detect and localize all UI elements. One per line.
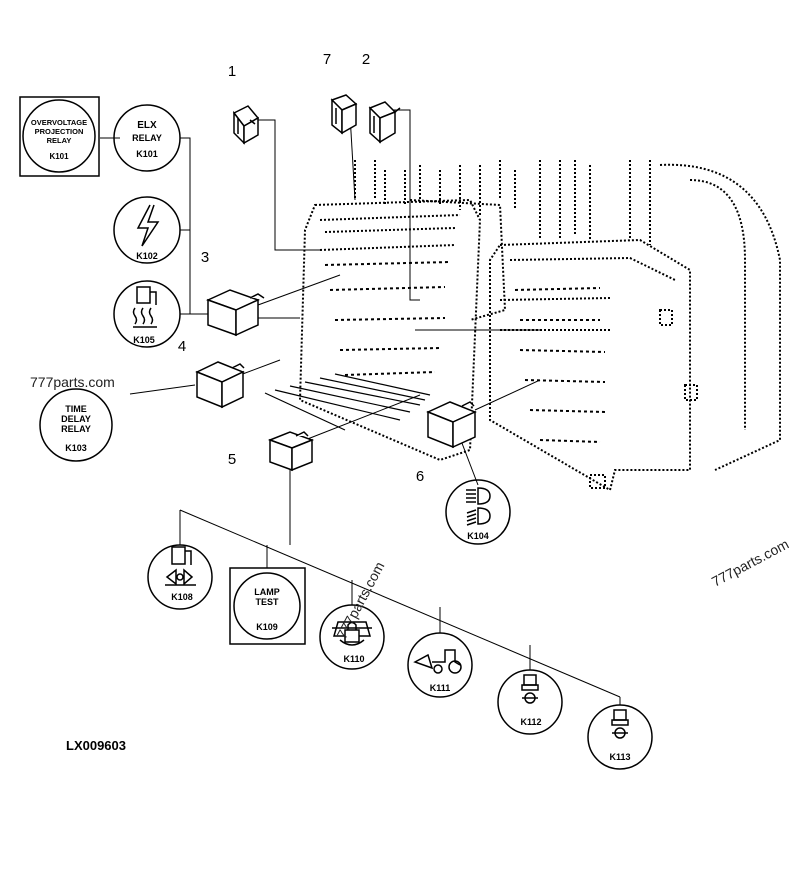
k113-label: K113 — [609, 752, 630, 762]
hydraulic-icon-k112 — [521, 674, 539, 704]
svg-text:RELAY: RELAY — [47, 136, 72, 145]
k109-label: LAMP TEST K109 — [254, 587, 280, 632]
panel-terminal-grid — [324, 261, 606, 443]
k101-overvoltage-box — [19, 96, 100, 177]
figure-reference: LX009603 — [66, 738, 126, 753]
leader-lines — [100, 109, 621, 705]
callout-2: 2 — [362, 51, 370, 68]
svg-text:K109: K109 — [256, 622, 278, 632]
k113-circle — [587, 704, 653, 770]
k103-label: TIME DELAY RELAY K103 — [61, 404, 91, 453]
relay-4 — [195, 361, 245, 409]
callout-5: 5 — [228, 451, 236, 468]
relay-5 — [267, 431, 315, 472]
relay-3 — [206, 289, 265, 337]
hydraulic-icon-k113 — [611, 709, 629, 739]
k111-circle — [407, 632, 473, 698]
k110-circle — [319, 604, 385, 670]
fuse-1 — [232, 105, 260, 145]
callout-1: 1 — [228, 63, 236, 80]
lock-icon — [332, 621, 372, 646]
svg-text:RELAY: RELAY — [132, 133, 162, 143]
callout-7: 7 — [323, 51, 331, 68]
fuse-2 — [368, 101, 401, 144]
svg-text:RELAY: RELAY — [61, 424, 91, 434]
k101-elx-relay-circle — [113, 104, 181, 172]
k108-circle — [147, 544, 213, 610]
svg-text:OVERVOLTAGE: OVERVOLTAGE — [31, 118, 87, 127]
lightning-icon — [136, 204, 160, 247]
k102-circle — [113, 196, 181, 264]
panel-slot-lines — [264, 373, 431, 431]
watermark-right: 777parts.com — [709, 536, 791, 590]
k112-circle — [497, 669, 563, 735]
callout-6: 6 — [416, 468, 424, 485]
k109-circle — [233, 572, 301, 640]
svg-text:TEST: TEST — [255, 597, 279, 607]
fuel-pump-icon — [165, 546, 196, 586]
svg-text:K101: K101 — [136, 149, 158, 159]
loader-tractor-icon — [413, 649, 462, 674]
svg-text:LAMP: LAMP — [254, 587, 280, 597]
k109-lamp-test-box — [229, 567, 306, 645]
svg-text:DELAY: DELAY — [61, 414, 91, 424]
k112-label: K112 — [520, 717, 541, 727]
svg-text:K103: K103 — [65, 443, 87, 453]
k105-label: K105 — [133, 335, 155, 345]
k101-overvoltage-circle — [22, 99, 96, 173]
callout-4: 4 — [178, 338, 186, 355]
k111-label: K111 — [430, 683, 451, 693]
fuse-panel-housing — [298, 160, 781, 492]
fuse-7 — [330, 94, 358, 135]
k102-label: K102 — [136, 251, 158, 261]
fuel-heater-icon — [132, 286, 157, 328]
watermark-left: 777parts.com — [30, 374, 115, 390]
k108-label: K108 — [171, 592, 193, 602]
k104-circle — [445, 479, 511, 545]
svg-text:ELX: ELX — [137, 120, 157, 131]
callout-3: 3 — [201, 249, 209, 266]
k104-label: K104 — [467, 531, 489, 541]
k105-circle — [113, 280, 181, 348]
k110-label: K110 — [343, 654, 364, 664]
watermark-center: 777parts.com — [334, 559, 388, 641]
svg-text:TIME: TIME — [65, 404, 87, 414]
relay-6 — [426, 401, 477, 449]
k101-elx-relay-label: ELX RELAY K101 — [132, 120, 162, 159]
svg-text:K101: K101 — [49, 152, 69, 161]
k103-circle — [39, 388, 113, 462]
headlight-icon — [466, 487, 491, 526]
svg-text:PROJECTION: PROJECTION — [35, 127, 84, 136]
k101-overvoltage-label: OVERVOLTAGE PROJECTION RELAY K101 — [31, 118, 87, 161]
